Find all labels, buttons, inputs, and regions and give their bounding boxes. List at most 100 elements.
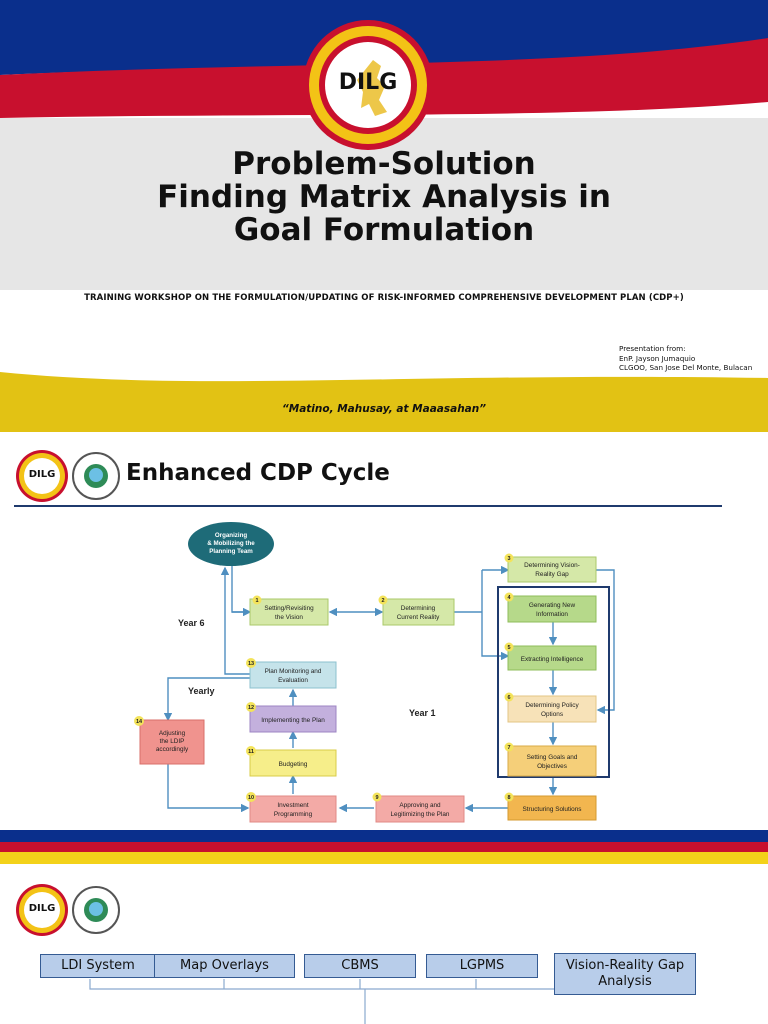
step-11-badge — [246, 746, 256, 756]
source-box-ldi-system: LDI System — [40, 954, 156, 978]
step-11-label: Budgeting — [279, 761, 308, 768]
title-line-2: Finding Matrix Analysis in — [157, 179, 611, 215]
start-node-label-1: Organizing — [215, 532, 248, 539]
step-4-number: 4 — [507, 595, 511, 601]
slide-title: Enhanced CDP Cycle — [126, 460, 390, 486]
step-2-label-a: Determining — [401, 605, 436, 612]
divider-red-stripe — [0, 842, 768, 852]
cdp-cycle-diagram: Organizing & Mobilizing the Planning Tea… — [134, 522, 615, 823]
step-10-box — [249, 795, 337, 823]
step-12-number: 12 — [248, 705, 254, 711]
step-9-label-b: Legitimizing the Plan — [391, 811, 450, 818]
step-8-number: 8 — [507, 795, 510, 801]
step-1-label-b: the Vision — [275, 614, 303, 621]
start-node-label-2: & Mobilizing the — [207, 540, 255, 547]
step-8-label: Structuring Solutions — [523, 806, 582, 813]
workshop-subtitle: TRAINING WORKSHOP ON THE FORMULATION/UPD… — [84, 293, 684, 303]
step-10-label-a: Investment — [277, 802, 308, 809]
credit-line-1: Presentation from: — [619, 344, 686, 353]
step-12-badge — [246, 702, 256, 712]
step-1-label-a: Setting/Revisiting — [264, 605, 314, 612]
step-9-badge — [372, 792, 382, 802]
step-10-label-b: Programming — [274, 811, 313, 818]
year6-label: Year 6 — [178, 618, 205, 628]
title-divider — [14, 505, 722, 507]
step-3-label-a: Determining Vision- — [524, 562, 580, 569]
dilg-seal-logo: DILG — [303, 20, 433, 150]
step-4-label-b: Information — [536, 611, 568, 618]
source-box-lgpms: LGPMS — [426, 954, 538, 978]
step-6-label-a: Determining Policy — [525, 702, 579, 709]
step-9-number: 9 — [375, 795, 378, 801]
source-box-vision-reality-gap: Vision-Reality Gap Analysis — [554, 953, 696, 995]
step-8-box — [507, 795, 597, 821]
step-6-box — [507, 695, 597, 723]
step-13-badge — [246, 658, 256, 668]
dilg-logo-text: DILG — [28, 469, 56, 480]
step-10-badge — [246, 792, 256, 802]
step-13-number: 13 — [248, 661, 254, 667]
step-2-number: 2 — [381, 598, 384, 604]
title-line-3: Goal Formulation — [233, 212, 535, 248]
title-slide: DILG Problem-Solution Finding Matrix Ana… — [0, 0, 768, 432]
step-4-box — [507, 595, 597, 623]
step-7-label-a: Setting Goals and — [527, 754, 578, 761]
step-6-label-b: Options — [541, 711, 563, 718]
step-5-box — [507, 645, 597, 671]
year1-label: Year 1 — [409, 708, 436, 718]
step-6-number: 6 — [507, 695, 510, 701]
step-7-number: 7 — [507, 745, 510, 751]
cdp-cycle-slide: DILG Enhanced CDP Cycle — [0, 432, 768, 830]
step-2-label-b: Current Reality — [397, 614, 440, 621]
step-1-badge — [252, 595, 262, 605]
step-3-badge — [504, 553, 514, 563]
step-10-number: 10 — [248, 795, 254, 801]
dilg-seal-logo-small: DILG — [16, 884, 68, 936]
step-3-number: 3 — [507, 556, 510, 562]
step-14-label-a: Adjusting — [159, 730, 186, 737]
yearly-label: Yearly — [188, 686, 215, 696]
step-4-label-a: Generating New — [529, 602, 576, 609]
dilg-seal-logo-small: DILG — [16, 450, 68, 502]
presenter-credits: Presentation from: EnP. Jayson Jumaquio … — [619, 344, 752, 373]
highlight-frame — [497, 586, 610, 778]
step-3-label-b: Reality Gap — [535, 571, 569, 578]
start-node-label-3: Planning Team — [209, 548, 253, 555]
source-box-map-overlays: Map Overlays — [154, 954, 295, 978]
page-title: Problem-Solution Finding Matrix Analysis… — [0, 148, 768, 247]
step-12-label: Implementing the Plan — [261, 717, 325, 724]
title-line-1: Problem-Solution — [232, 146, 536, 182]
step-14-label-b: the LDIP — [160, 738, 185, 745]
step-14-label-c: accordingly — [156, 746, 189, 753]
step-13-box — [249, 661, 337, 689]
step-13-label-b: Evaluation — [278, 677, 308, 684]
step-5-label: Extracting Intelligence — [521, 656, 584, 663]
step-2-box — [382, 598, 455, 626]
divider-gold-stripe — [0, 852, 768, 864]
sources-connectors — [89, 979, 627, 1024]
step-7-badge — [504, 742, 514, 752]
step-5-number: 5 — [507, 645, 510, 651]
step-4-badge — [504, 592, 514, 602]
step-1-number: 1 — [255, 598, 258, 604]
motto-text: “Matino, Mahusay, at Maaasahan” — [281, 403, 487, 415]
step-14-box — [139, 719, 205, 765]
credit-line-3: CLGOO, San Jose Del Monte, Bulacan — [619, 363, 753, 372]
step-5-badge — [504, 642, 514, 652]
step-9-box — [375, 795, 465, 823]
gold-banner-shape — [0, 372, 768, 432]
dilg-logo-text: DILG — [28, 903, 56, 914]
step-13-label-a: Plan Monitoring and — [265, 668, 322, 675]
dilg-logo-text: DILG — [338, 70, 398, 95]
step-7-label-b: Objectives — [537, 763, 567, 770]
step-9-label-a: Approving and — [399, 802, 441, 809]
start-node — [188, 522, 274, 566]
step-8-badge — [504, 792, 514, 802]
credit-line-2: EnP. Jayson Jumaquio — [619, 353, 696, 363]
step-14-number: 14 — [136, 719, 143, 725]
bureau-seal-logo — [72, 452, 120, 500]
source-box-cbms: CBMS — [304, 954, 416, 978]
step-12-box — [249, 705, 337, 733]
step-14-badge — [134, 716, 144, 726]
sources-slide: DILG LDI System Map Overlays CBMS LGPMS … — [0, 864, 768, 1024]
